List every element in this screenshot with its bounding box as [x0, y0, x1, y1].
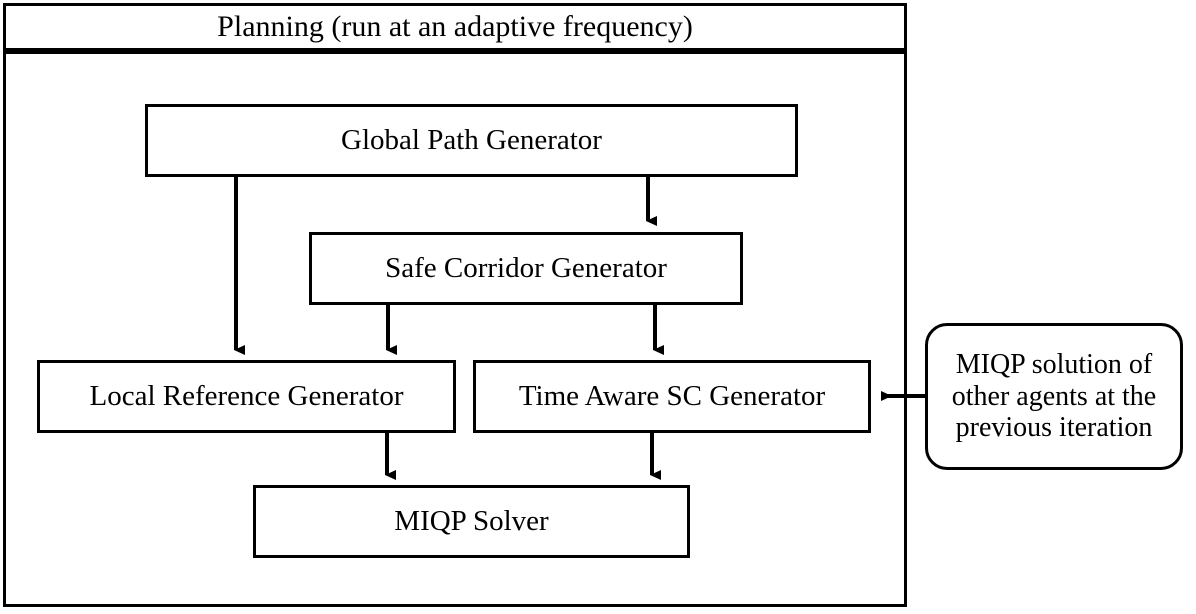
planning-title-bar: Planning (run at an adaptive frequency)	[3, 3, 907, 51]
node-label-miqp-solution-external: MIQP solution of other agents at the pre…	[951, 349, 1157, 444]
page-title: Planning (run at an adaptive frequency)	[217, 10, 693, 43]
planning-container	[3, 51, 907, 607]
node-label-local-reference-generator: Local Reference Generator	[89, 380, 404, 413]
node-label-time-aware-sc-generator: Time Aware SC Generator	[518, 380, 826, 413]
node-time-aware-sc-generator[interactable]: Time Aware SC Generator	[473, 360, 871, 433]
node-label-global-path-generator: Global Path Generator	[341, 124, 602, 157]
node-miqp-solver[interactable]: MIQP Solver	[253, 485, 690, 558]
node-local-reference-generator[interactable]: Local Reference Generator	[37, 360, 456, 433]
node-miqp-solution-external[interactable]: MIQP solution of other agents at the pre…	[925, 323, 1183, 470]
node-safe-corridor-generator[interactable]: Safe Corridor Generator	[309, 232, 743, 305]
node-global-path-generator[interactable]: Global Path Generator	[145, 104, 798, 177]
node-label-miqp-solver: MIQP Solver	[394, 505, 549, 538]
node-label-safe-corridor-generator: Safe Corridor Generator	[385, 252, 667, 285]
